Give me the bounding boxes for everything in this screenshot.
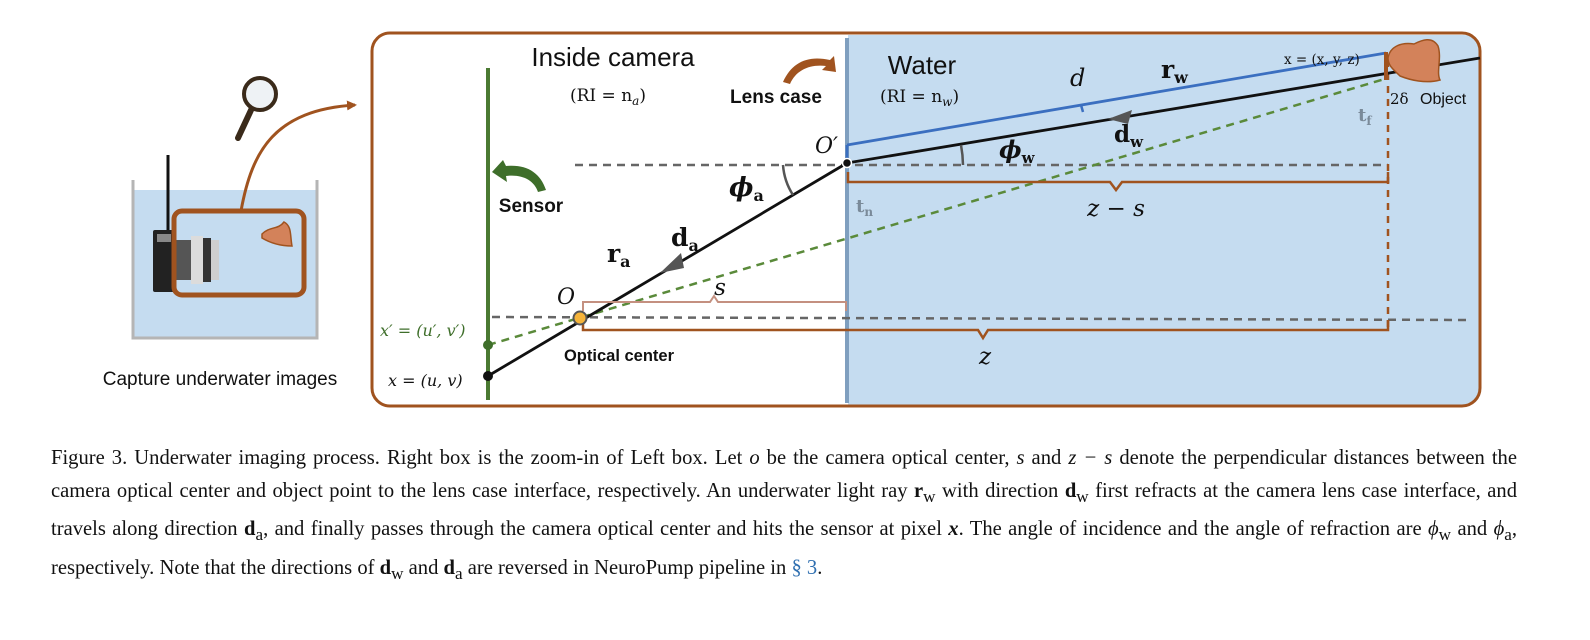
sensor-label: Sensor: [499, 196, 564, 217]
pixel-refracted-label: x′ = (u′, v′): [380, 321, 466, 340]
phi-a-label: ϕa: [729, 173, 764, 205]
object-label: Object: [1420, 91, 1467, 108]
world-point-label: x = (x, y, z): [1284, 52, 1360, 68]
object-icon: [261, 221, 293, 247]
zoom-frame: [370, 31, 1482, 408]
phi-w-label: ϕw: [999, 135, 1036, 167]
z-label: z: [978, 344, 992, 370]
pixel-label: x = (u, v): [388, 371, 463, 390]
t-f-label: tf: [1358, 105, 1372, 128]
right-panel: Inside camera (RI = na) Water (RI = nw) …: [370, 31, 1482, 408]
pixel-point: [483, 371, 493, 381]
ri-water-label: (RI = nw): [880, 87, 959, 109]
unrefracted-ray: [487, 76, 1389, 347]
refraction-point: [841, 157, 853, 169]
normal-line-lower: [491, 315, 1473, 322]
lens-case-arrow-icon: [783, 56, 836, 84]
sensor-arrow-icon: [492, 160, 546, 192]
optical-center-point: [572, 310, 588, 326]
o-prime-label: O′: [815, 134, 838, 159]
d-a-label: da: [671, 223, 699, 255]
magnifier-icon: [235, 76, 278, 141]
curved-arrow-icon: [239, 100, 357, 212]
t-n-label: tn: [856, 196, 873, 219]
inside-camera-label: Inside camera: [531, 42, 695, 72]
lens-case-label: Lens case: [730, 87, 822, 108]
brace-z-minus-s: [846, 172, 1390, 193]
zoom-box: [171, 208, 307, 298]
two-delta-label: 2δ: [1390, 90, 1409, 108]
left-panel: Capture underwater images: [103, 76, 357, 390]
angle-arc-a: [781, 164, 795, 196]
o-label: O: [557, 285, 575, 310]
r-w-label: rw: [1161, 55, 1189, 87]
d-tick: [1079, 104, 1085, 113]
d-w-label: dw: [1114, 121, 1144, 151]
object-icon: [1387, 39, 1442, 83]
s-label: s: [714, 275, 726, 301]
camera-icon: [153, 230, 219, 292]
underwater-imaging-diagram: Capture underwater images: [103, 31, 1482, 408]
angle-arc-w: [959, 144, 965, 166]
ray-water-offset: [846, 51, 1387, 147]
r-a-label: ra: [607, 239, 631, 271]
tank-outline: [131, 180, 319, 340]
direction-arrow-w: [1108, 110, 1132, 124]
ray-water: [846, 56, 1481, 165]
d-distance-label: d: [1070, 64, 1085, 92]
direction-arrow-a: [660, 253, 684, 273]
optical-center-label: Optical center: [564, 347, 675, 365]
z-minus-s-label: z − s: [1086, 196, 1145, 222]
water-region: [848, 35, 1480, 406]
water-label: Water: [888, 50, 957, 80]
section-ref-link[interactable]: § 3: [791, 556, 818, 579]
brace-s: [582, 294, 847, 311]
left-caption: Capture underwater images: [103, 369, 337, 390]
brace-z: [581, 320, 1390, 341]
ri-air-label: (RI = na): [570, 86, 646, 108]
pixel-refracted-point: [483, 340, 493, 350]
figure-caption: Figure 3. Underwater imaging process. Ri…: [51, 447, 1518, 583]
